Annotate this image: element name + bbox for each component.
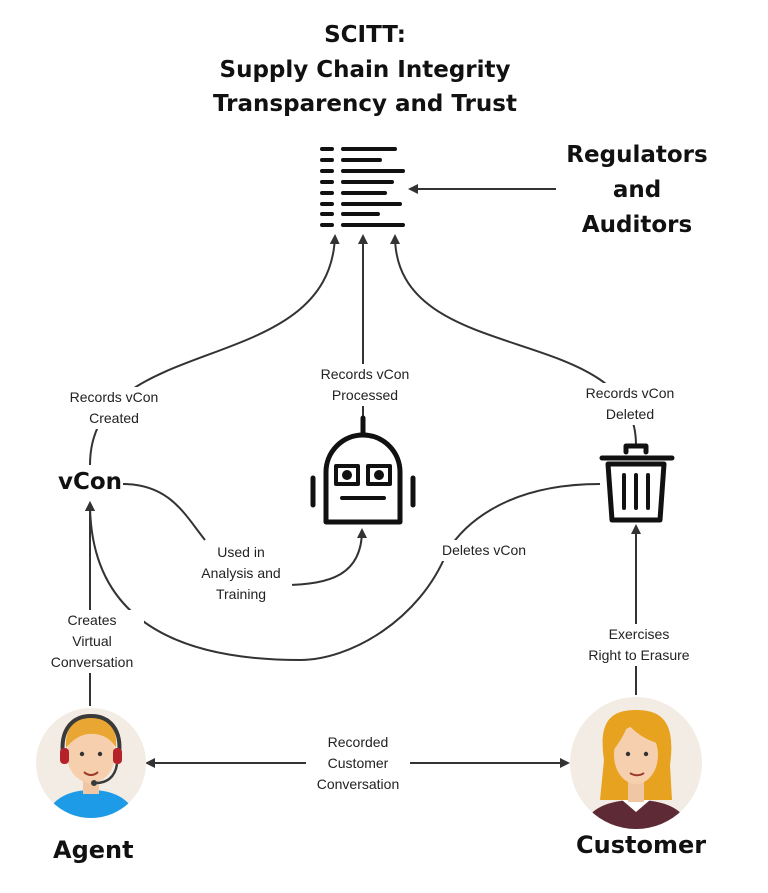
- title-line-3: Transparency and Trust: [213, 91, 517, 117]
- edge-label-records-created: Records vCon Created: [58, 387, 170, 429]
- edge-vcon-to-robot: [122, 483, 362, 586]
- edge-label-exercises-right-to-erasure: Exercises Right to Erasure: [578, 624, 700, 666]
- regulators-and-auditors-label: Regulators and Auditors: [552, 138, 722, 243]
- agent-label: Agent: [53, 836, 134, 864]
- edge-label-records-processed: Records vCon Processed: [309, 364, 421, 406]
- ledger-icon: [320, 147, 405, 227]
- title-line-1: SCITT:: [324, 22, 406, 48]
- agent-avatar-icon: [36, 708, 146, 818]
- regulators-line-1: Regulators: [566, 142, 708, 168]
- edge-label-used-in-analysis: Used in Analysis and Training: [190, 542, 292, 605]
- title-line-2: Supply Chain Integrity: [219, 57, 511, 83]
- vcon-node-label: vCon: [58, 469, 123, 495]
- regulators-line-3: Auditors: [581, 212, 693, 238]
- trash-icon: [599, 443, 675, 523]
- edge-vcon-deleted: [85, 483, 601, 662]
- edge-label-deletes-vcon: Deletes vCon: [432, 540, 536, 561]
- regulators-line-2: and: [612, 177, 662, 203]
- edge-label-creates-virtual-conversation: Creates Virtual Conversation: [40, 610, 144, 673]
- robot-icon: [310, 415, 416, 525]
- edge-label-recorded-customer-conversation: Recorded Customer Conversation: [306, 732, 410, 795]
- edge-vcon-to-ledger: [89, 234, 340, 466]
- edge-label-records-deleted: Records vCon Deleted: [574, 383, 686, 425]
- customer-label: Customer: [576, 831, 707, 859]
- customer-avatar-icon: [570, 697, 702, 829]
